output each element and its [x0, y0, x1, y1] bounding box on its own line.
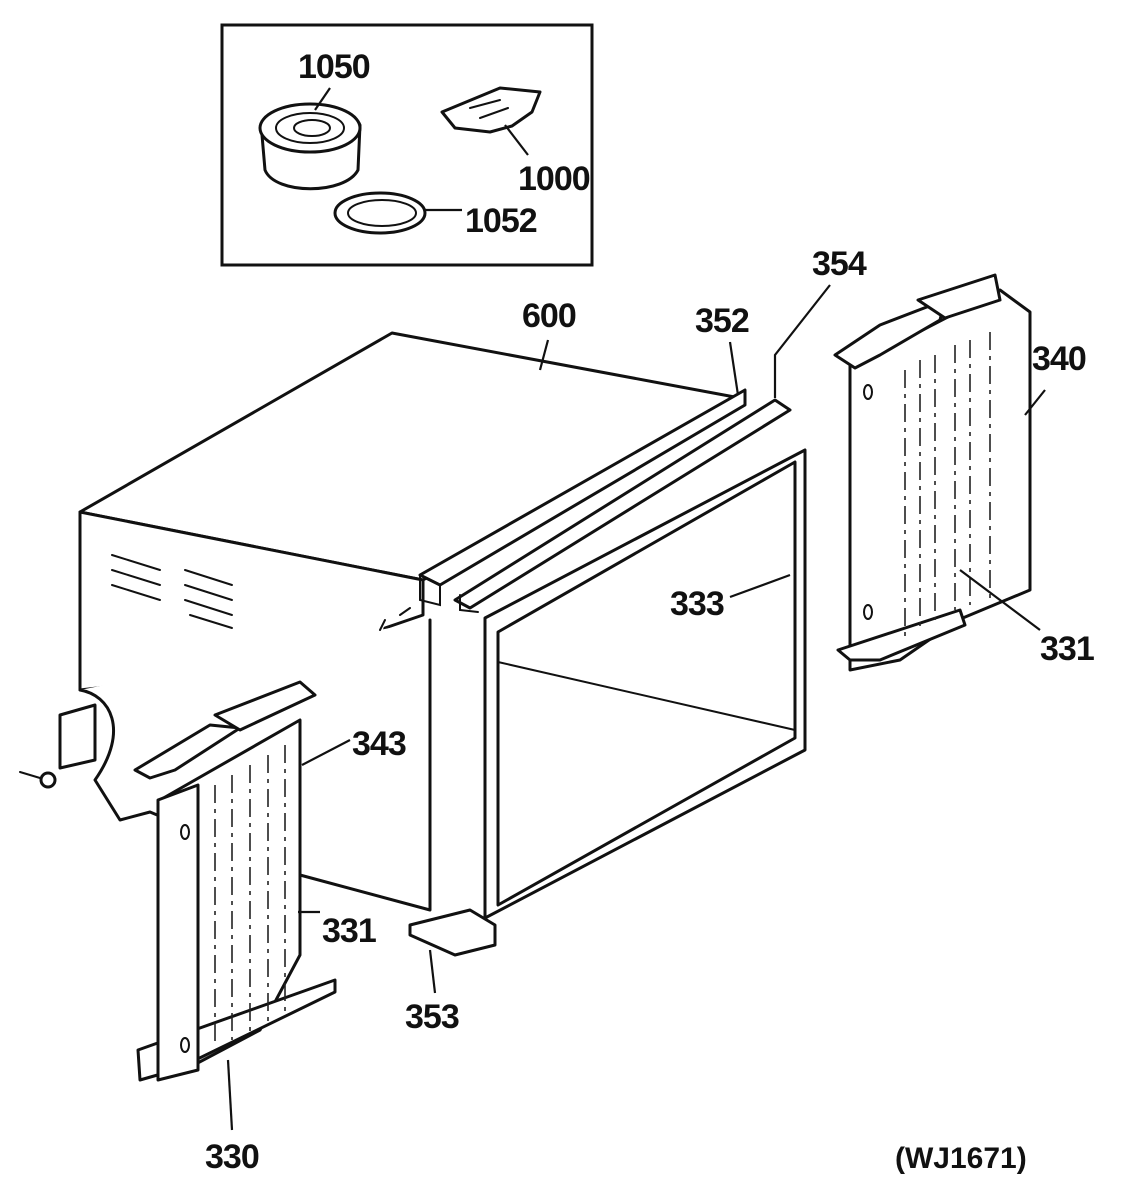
callout-1050: 1050	[298, 48, 370, 86]
foam-coil-part	[258, 102, 362, 191]
callout-352: 352	[695, 302, 749, 340]
drawing-code: (WJ1671)	[895, 1142, 1027, 1175]
callout-331-left: 331	[322, 912, 376, 950]
right-side-bracket	[833, 273, 1032, 672]
callout-333: 333	[670, 585, 724, 623]
callout-354: 354	[812, 245, 867, 283]
left-side-bracket	[133, 680, 337, 1082]
callout-600: 600	[522, 297, 576, 335]
callout-1052: 1052	[465, 202, 537, 240]
callout-340: 340	[1032, 340, 1086, 378]
accessory-inset	[220, 23, 594, 267]
callout-330: 330	[205, 1138, 259, 1176]
callout-353: 353	[405, 998, 459, 1036]
vent-louvers	[111, 554, 233, 629]
callout-343: 343	[352, 725, 406, 763]
callout-1000: 1000	[518, 160, 590, 198]
tape-ring-part	[333, 191, 427, 235]
callout-labels: 1050 1000 1052 600 352 354 340 333 331 3…	[205, 48, 1095, 1176]
callout-331-right: 331	[1040, 630, 1094, 668]
cabinet-housing	[19, 331, 807, 957]
leader-lines	[226, 87, 1046, 1131]
hardware-bag-part	[440, 86, 542, 134]
